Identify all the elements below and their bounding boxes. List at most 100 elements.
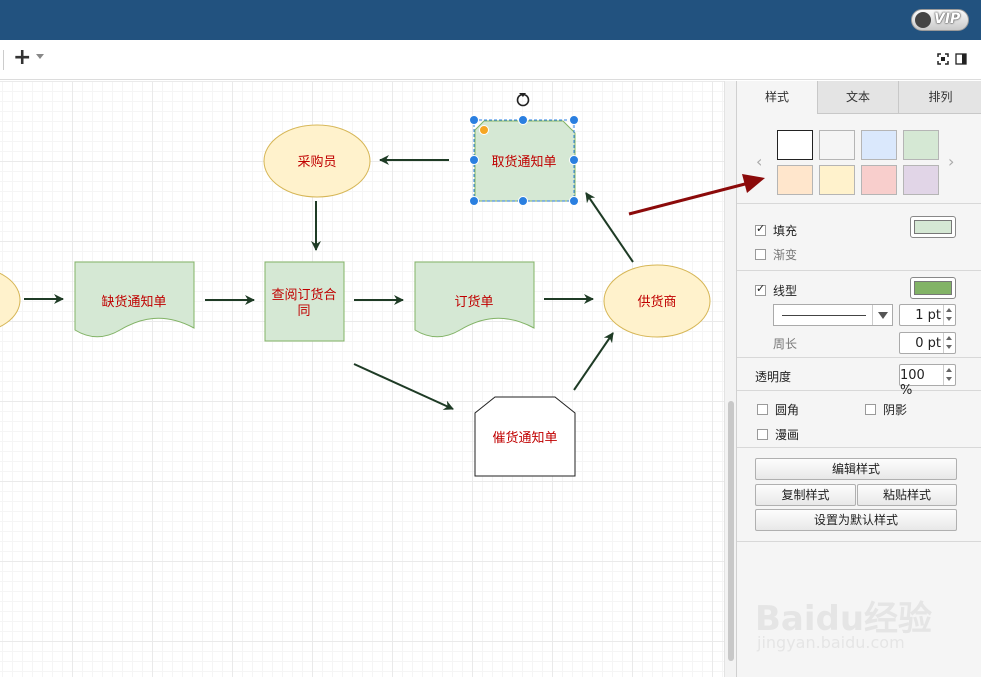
fill-label: 填充	[773, 224, 798, 238]
shadow-label: 阴影	[883, 403, 908, 417]
gradient-row[interactable]: 渐变	[755, 246, 797, 263]
node-quehuo[interactable]	[74, 261, 195, 338]
chevron-left-icon[interactable]: ‹	[756, 152, 763, 171]
vip-label: VIP	[934, 11, 961, 27]
user-avatar-icon	[915, 12, 931, 28]
paste-style-button[interactable]: 粘贴样式	[857, 484, 957, 506]
watermark-text: Baidu经验	[755, 599, 933, 639]
node-chayue[interactable]	[264, 261, 345, 342]
tab-style[interactable]: 样式	[737, 81, 817, 114]
node-dinghuo[interactable]	[414, 261, 535, 338]
line-pattern-select[interactable]	[773, 304, 893, 326]
tab-text[interactable]: 文本	[817, 81, 898, 114]
edit-style-button[interactable]: 编辑样式	[755, 458, 957, 480]
opacity-value: 100 %	[900, 368, 925, 398]
annotation-arrow	[628, 182, 746, 216]
panel-tabs: 样式 文本 排列	[737, 81, 981, 114]
toolbar-divider	[3, 50, 4, 70]
node-cuihuo[interactable]	[474, 396, 576, 477]
rounded-row[interactable]: 圆角	[757, 401, 799, 418]
perimeter-value: 0 pt	[915, 336, 941, 351]
swatch-yellow[interactable]	[819, 165, 855, 195]
baidu-watermark: Baidu经验 jingyan.baidu.com	[755, 573, 935, 653]
edge-cuihuo-to-gonghuo[interactable]	[573, 332, 614, 391]
line-row[interactable]: 线型	[755, 282, 797, 299]
line-width-value: 1 pt	[915, 308, 941, 323]
node-gonghuo[interactable]	[603, 264, 711, 338]
node-chayue-label-1: 查阅订货合	[271, 287, 336, 303]
sketch-row[interactable]: 漫画	[757, 426, 799, 443]
opacity-label: 透明度	[755, 370, 792, 384]
perimeter-label: 周长	[773, 337, 798, 351]
node-dinghuo-label: 订货单	[454, 294, 493, 310]
gradient-checkbox[interactable]	[755, 249, 766, 260]
corner-size-handle[interactable]	[479, 125, 489, 135]
opacity-input[interactable]: 100 %	[899, 364, 956, 398]
node-partial-ellipse[interactable]	[0, 268, 21, 332]
line-label: 线型	[773, 284, 798, 298]
line-width-input[interactable]: 1 pt	[899, 304, 956, 326]
canvas-vertical-scrollbar[interactable]	[724, 81, 736, 677]
sketch-label: 漫画	[775, 428, 800, 442]
node-gonghuo-label: 供货商	[637, 294, 676, 310]
fit-screen-icon[interactable]	[937, 53, 949, 65]
shadow-row[interactable]: 阴影	[865, 401, 907, 418]
opacity-stepper[interactable]	[943, 365, 955, 385]
swatch-red[interactable]	[861, 165, 897, 195]
diagram-svg: 采购员 取货通知单 缺货通知单 查阅订货合 同 订货单 供货商 催货通知单	[0, 93, 711, 477]
swatch-gray[interactable]	[819, 130, 855, 160]
fill-section: 填充 渐变	[737, 204, 981, 271]
fill-row[interactable]: 填充	[755, 222, 797, 239]
title-bar: VIP	[0, 0, 981, 40]
format-panel-toggle-icon[interactable]	[955, 53, 967, 65]
line-pattern-preview	[782, 315, 866, 316]
chevron-right-icon[interactable]: ›	[948, 152, 955, 171]
node-caigouyuan[interactable]	[263, 124, 371, 198]
fill-color-preview	[914, 220, 952, 234]
swatch-purple[interactable]	[903, 165, 939, 195]
node-quhuo-label: 取货通知单	[491, 154, 556, 170]
rounded-checkbox[interactable]	[757, 404, 768, 415]
style-swatches: ‹ ›	[737, 114, 981, 204]
style-buttons-section: 编辑样式 复制样式 粘贴样式 设置为默认样式	[737, 448, 981, 542]
fill-color-button[interactable]	[910, 216, 956, 238]
swatch-green[interactable]	[903, 130, 939, 160]
rounded-label: 圆角	[775, 403, 800, 417]
line-width-stepper[interactable]	[943, 305, 955, 325]
vip-badge[interactable]: VIP	[911, 9, 969, 31]
chevron-down-icon[interactable]	[872, 305, 892, 325]
copy-style-button[interactable]: 复制样式	[755, 484, 856, 506]
watermark-sub: jingyan.baidu.com	[757, 633, 905, 652]
shadow-checkbox[interactable]	[865, 404, 876, 415]
line-section: 线型 1 pt 周长 0 pt	[737, 271, 981, 358]
options-section: 圆角 阴影 漫画	[737, 391, 981, 448]
scrollbar-thumb[interactable]	[728, 401, 734, 661]
rotate-handle-icon[interactable]	[516, 93, 530, 107]
node-cuihuo-label: 催货通知单	[492, 430, 557, 446]
toolbar: +	[0, 40, 981, 80]
fill-checkbox[interactable]	[755, 222, 766, 236]
resize-handles[interactable]	[469, 115, 579, 206]
swatch-blue[interactable]	[861, 130, 897, 160]
swatch-white[interactable]	[777, 130, 813, 160]
swatch-orange[interactable]	[777, 165, 813, 195]
sketch-checkbox[interactable]	[757, 429, 768, 440]
perimeter-stepper[interactable]	[943, 333, 955, 353]
tab-arrange[interactable]: 排列	[898, 81, 981, 114]
line-color-button[interactable]	[910, 277, 956, 299]
diagram-canvas[interactable]: 采购员 取货通知单 缺货通知单 查阅订货合 同 订货单 供货商 催货通知单	[0, 81, 724, 677]
annotation-arrowhead	[742, 174, 765, 193]
format-panel: 样式 文本 排列 ‹ › 填充 渐变 线型	[736, 81, 981, 677]
set-default-style-button[interactable]: 设置为默认样式	[755, 509, 957, 531]
perimeter-input[interactable]: 0 pt	[899, 332, 956, 354]
node-chayue-label-2: 同	[297, 304, 310, 319]
line-color-preview	[914, 281, 952, 295]
edge-gonghuo-to-quhuo[interactable]	[585, 192, 634, 263]
insert-plus-icon[interactable]: +	[13, 45, 32, 70]
line-checkbox[interactable]	[755, 282, 766, 296]
node-quehuo-label: 缺货通知单	[101, 294, 166, 310]
gradient-label: 渐变	[773, 248, 798, 262]
edge-chayue-to-cuihuo[interactable]	[353, 363, 454, 410]
chevron-down-icon[interactable]	[36, 54, 44, 59]
